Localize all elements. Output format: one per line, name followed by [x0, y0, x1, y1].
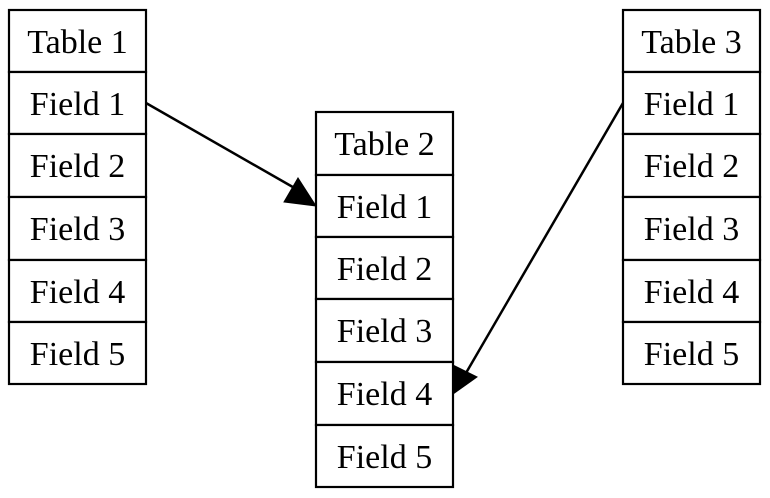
table-1-field-4: Field 4 — [7, 258, 148, 324]
table-2-field-4: Field 4 — [314, 360, 455, 427]
edge-table1-field1-to-table2-field1 — [145, 101, 317, 207]
table-3-title: Table 3 — [641, 24, 742, 61]
table-2-field-4-label: Field 4 — [337, 376, 432, 413]
table-3-field-4-label: Field 4 — [644, 274, 739, 311]
table-3-field-4: Field 4 — [621, 258, 762, 324]
table-1-field-1-label: Field 1 — [30, 86, 125, 123]
table-1-field-2-label: Field 2 — [30, 148, 125, 185]
table-3-field-3-label: Field 3 — [644, 211, 739, 248]
table-1-field-2: Field 2 — [7, 132, 148, 199]
table-2-header: Table 2 — [314, 110, 455, 177]
table-2-field-3-label: Field 3 — [337, 313, 432, 350]
table-2-field-1-label: Field 1 — [337, 189, 432, 226]
table-3: Table 3 Field 1 Field 2 Field 3 Field 4 … — [621, 8, 762, 386]
arrowhead-icon — [283, 177, 317, 207]
table-3-field-1: Field 1 — [621, 70, 762, 136]
edge-table3-field1-to-table2-field4 — [452, 102, 625, 395]
table-1-title: Table 1 — [27, 24, 128, 61]
table-2-field-5: Field 5 — [314, 423, 455, 489]
arrowhead-icon — [452, 364, 478, 395]
edge-line — [145, 101, 299, 192]
table-2-field-1: Field 1 — [314, 173, 455, 239]
table-3-field-5-label: Field 5 — [644, 336, 739, 373]
table-1-field-5-label: Field 5 — [30, 336, 125, 373]
table-2-field-3: Field 3 — [314, 297, 455, 364]
table-3-field-5: Field 5 — [621, 320, 762, 386]
table-3-field-2: Field 2 — [621, 132, 762, 199]
table-2: Table 2 Field 1 Field 2 Field 3 Field 4 … — [314, 110, 455, 489]
table-1-field-3: Field 3 — [7, 195, 148, 262]
table-3-header: Table 3 — [621, 8, 762, 74]
table-1-field-4-label: Field 4 — [30, 274, 125, 311]
table-2-field-2-label: Field 2 — [337, 251, 432, 288]
edge-line — [464, 102, 625, 374]
table-1: Table 1 Field 1 Field 2 Field 3 Field 4 … — [7, 8, 148, 386]
table-1-header: Table 1 — [7, 8, 148, 74]
table-3-field-1-label: Field 1 — [644, 86, 739, 123]
table-2-field-5-label: Field 5 — [337, 439, 432, 476]
table-3-field-2-label: Field 2 — [644, 148, 739, 185]
table-1-field-1: Field 1 — [7, 70, 148, 136]
table-2-title: Table 2 — [334, 126, 435, 163]
table-1-field-3-label: Field 3 — [30, 211, 125, 248]
table-2-field-2: Field 2 — [314, 235, 455, 301]
table-3-field-3: Field 3 — [621, 195, 762, 262]
table-1-field-5: Field 5 — [7, 320, 148, 386]
